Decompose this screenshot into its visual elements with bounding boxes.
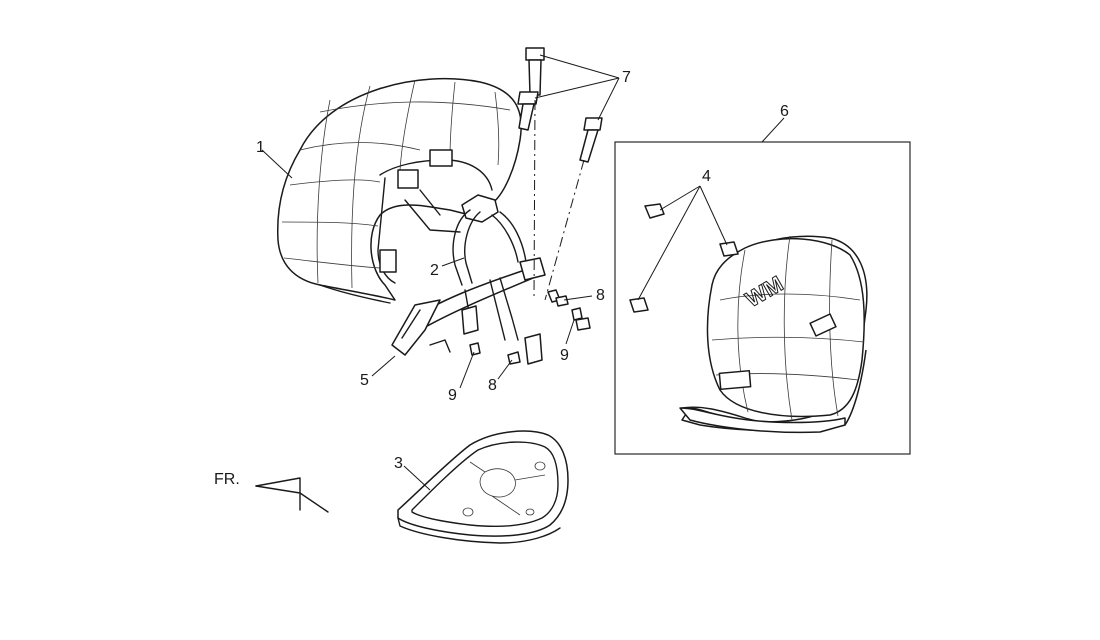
callout-8-left: 8 — [488, 377, 497, 394]
part-7-bolts — [517, 47, 603, 301]
callout-3: 3 — [394, 455, 403, 472]
callout-9-left: 9 — [448, 387, 457, 404]
part-3-base-pad — [397, 430, 569, 544]
callout-2: 2 — [430, 262, 439, 279]
part-2-mounting-bracket — [409, 194, 546, 365]
leader-lines — [261, 54, 785, 491]
front-direction-arrow — [255, 477, 329, 513]
part-5-lower-bracket — [391, 299, 441, 356]
part-4-clips — [629, 203, 739, 313]
parts-8-9-screws-washers — [469, 289, 591, 365]
part-6-assembly-box: WM — [614, 141, 911, 455]
callout-9-right: 9 — [560, 347, 569, 364]
callout-5: 5 — [360, 372, 369, 389]
callout-4: 4 — [702, 168, 711, 185]
callout-8-right: 8 — [596, 287, 605, 304]
callout-7: 7 — [622, 69, 631, 86]
callout-labels: 1 2 3 4 5 6 7 8 8 9 9 FR. — [214, 69, 789, 488]
front-label: FR. — [214, 471, 240, 488]
callout-6: 6 — [780, 103, 789, 120]
callout-1: 1 — [256, 139, 265, 156]
part-1-backrest-shell — [276, 77, 522, 304]
